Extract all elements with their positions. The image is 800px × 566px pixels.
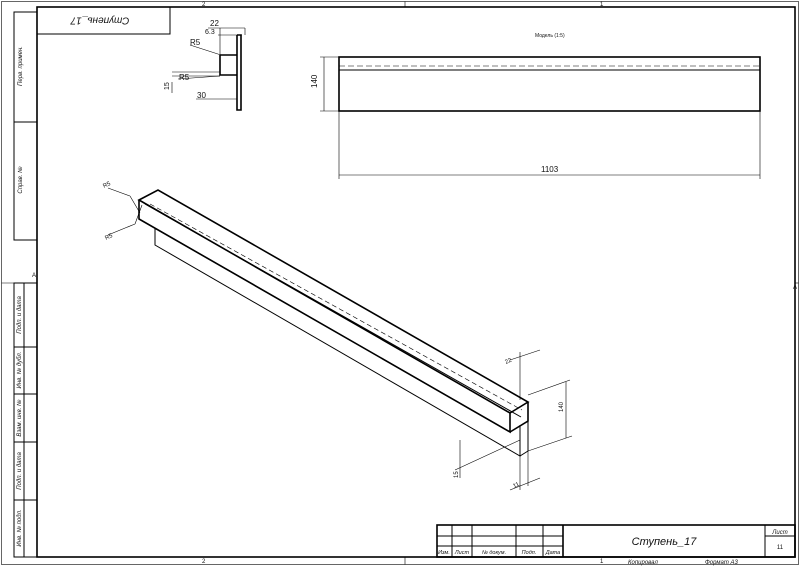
rotated-title: Ступень_17: [70, 14, 129, 25]
inner-frame: [36, 6, 796, 558]
iso-dim-15: 15: [454, 471, 460, 478]
format-label: Формат А3: [705, 560, 738, 566]
profile-dim-30: 30: [197, 91, 206, 100]
margin-vzam-inv: Взам. инв. №: [16, 399, 23, 437]
margin-inv-dubl: Инв. № дубл.: [16, 352, 23, 389]
profile-dim-r5-top: R5: [190, 38, 201, 47]
top-view: Модель (1:5) 140 1103: [310, 33, 761, 179]
copied-label: Копировал: [628, 560, 658, 566]
title-block: Ступень_17 Лист 11 Изм. Лист № докум. По…: [436, 524, 796, 558]
margin-sprav-no: Справ. №: [17, 166, 24, 194]
margin-podp-data-2: Подп. и дата: [17, 452, 23, 490]
profile-dim-15: 15: [164, 82, 171, 90]
iso-dim-22: 22: [504, 357, 513, 366]
col-podp: Подп.: [522, 550, 537, 556]
col-izm: Изм.: [438, 550, 450, 556]
top-dim-1103: 1103: [541, 165, 559, 174]
margin-inv-podl: Инв. № подл.: [16, 509, 23, 546]
profile-dim-63: 6.3: [205, 29, 215, 36]
profile-dim-r5-bottom: R5: [179, 73, 190, 82]
iso-dim-140: 140: [559, 401, 565, 412]
profile-view: 22 6.3 R5 R5 15 30: [164, 19, 246, 111]
zone-left-mid: A: [32, 273, 36, 279]
zone-right-mid: A: [793, 285, 797, 291]
left-margin-table: Перв. примен. Справ. № Подп. и дата Инв.…: [13, 11, 38, 558]
iso-dim-r5-a: R5: [102, 181, 112, 190]
profile-dim-22: 22: [210, 19, 219, 28]
title-sheet-label: Лист: [771, 530, 787, 536]
margin-podp-data-1: Подп. и дата: [17, 296, 23, 334]
col-list: Лист: [454, 550, 470, 556]
iso-view: R5 R5 22 140 15 11: [102, 181, 573, 491]
title-sheet-no: 11: [777, 545, 784, 551]
title-name: Ступень_17: [632, 536, 698, 548]
zone-top-right: 1: [600, 2, 604, 8]
zone-bottom-left: 2: [202, 559, 206, 565]
top-dim-140: 140: [310, 74, 319, 88]
col-doc: № докум.: [482, 550, 506, 556]
iso-dim-r5-b: R5: [104, 233, 114, 242]
top-view-caption: Модель (1:5): [535, 33, 565, 39]
zone-top-left: 2: [202, 2, 206, 8]
margin-perv-primen: Перв. примен.: [18, 46, 24, 86]
col-data: Дата: [545, 550, 561, 556]
zone-bottom-right: 1: [600, 559, 604, 565]
iso-dim-11: 11: [512, 481, 521, 489]
